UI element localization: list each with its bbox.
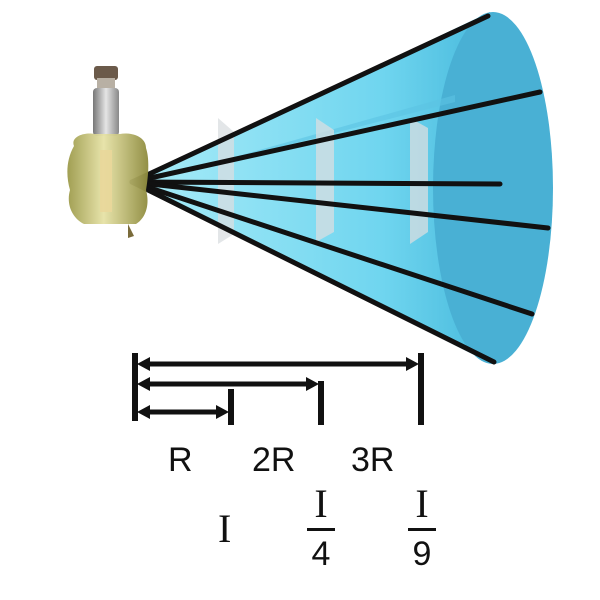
arrowhead: [137, 377, 150, 391]
fraction-bar: [307, 528, 335, 531]
arrowhead: [137, 357, 150, 371]
bulb-contact: [97, 78, 115, 90]
ray: [129, 179, 503, 187]
cone-body: [132, 12, 492, 364]
ray: [129, 13, 491, 185]
bulb-stem: [93, 88, 119, 136]
light-rays: [129, 13, 551, 365]
intensity-at-2r: I 4: [301, 484, 341, 571]
arrowhead: [406, 357, 419, 371]
ray: [129, 179, 497, 365]
label-r: R: [168, 441, 193, 479]
fraction-numerator: I: [415, 481, 429, 526]
plane-2r: [316, 118, 334, 242]
fraction-denominator: 4: [311, 535, 331, 573]
arrowhead: [306, 377, 319, 391]
cone-base: [433, 12, 553, 364]
bulb-tip: [128, 224, 134, 238]
distance-markers: [132, 353, 424, 425]
fraction-numerator: I: [314, 481, 328, 526]
arrow-heads: [137, 357, 419, 419]
fraction-bar: [408, 528, 436, 531]
fraction-denominator: 9: [412, 535, 432, 573]
bulb-filament: [100, 150, 112, 212]
ray: [129, 179, 535, 317]
ray: [129, 89, 543, 185]
intensity-at-3r: I 9: [402, 484, 442, 571]
bulb-cap: [94, 66, 118, 80]
intensity-at-r: I: [218, 506, 232, 551]
arrowhead: [137, 405, 150, 419]
label-3r: 3R: [351, 441, 395, 479]
arrowhead: [216, 405, 229, 419]
light-bulb: [67, 66, 149, 238]
ray: [129, 179, 551, 231]
label-2r: 2R: [252, 441, 296, 479]
plane-3r: [410, 118, 428, 244]
